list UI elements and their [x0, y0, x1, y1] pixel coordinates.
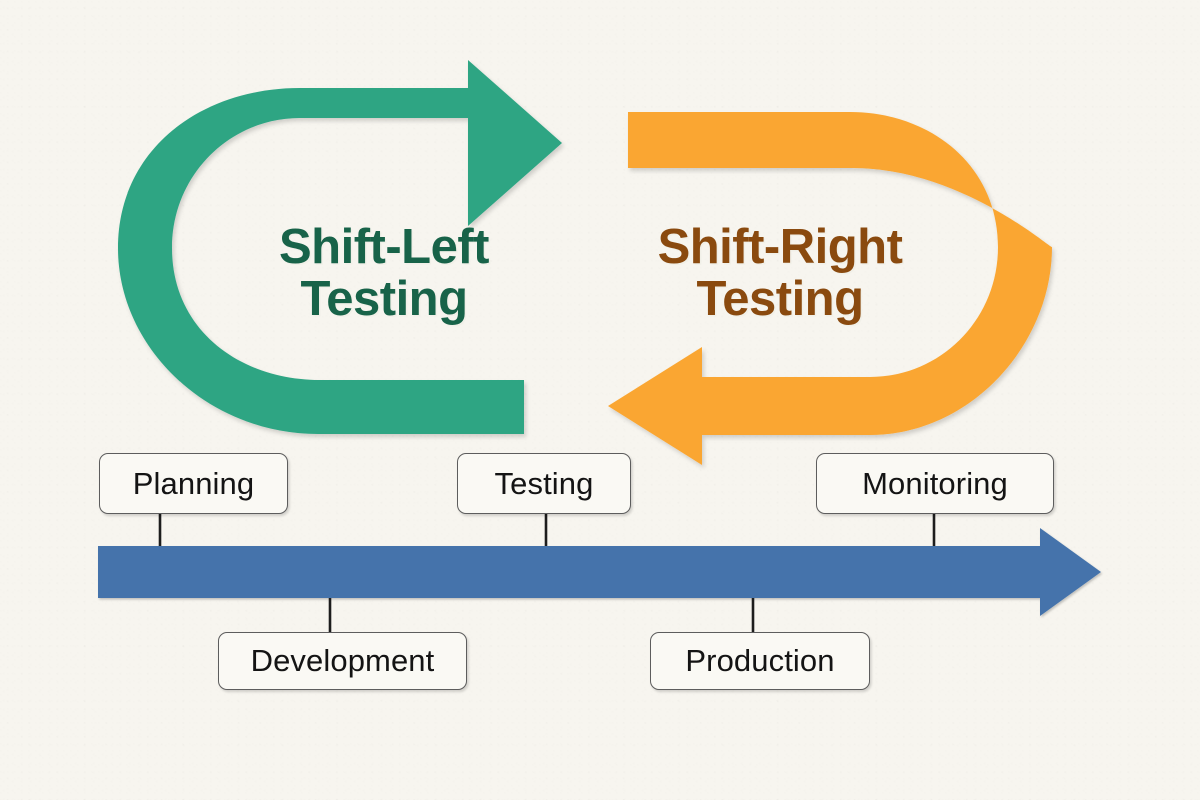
shift-left-label: Shift-Left Testing	[279, 220, 490, 326]
stage-label-production: Production	[685, 643, 835, 678]
stage-label-testing: Testing	[494, 465, 594, 501]
stage-box-monitoring[interactable]: Monitoring	[816, 453, 1054, 514]
stage-box-planning[interactable]: Planning	[99, 453, 288, 514]
stage-label-monitoring: Monitoring	[862, 465, 1008, 501]
shift-right-arrow	[608, 112, 1052, 465]
timeline-arrow	[98, 528, 1101, 616]
stage-box-production[interactable]: Production	[650, 632, 870, 690]
stage-connectors-below	[328, 598, 755, 634]
shift-right-label: Shift-Right Testing	[657, 220, 903, 326]
shift-left-arrow	[118, 60, 562, 434]
stage-label-development: Development	[250, 643, 435, 678]
stage-box-development[interactable]: Development	[218, 632, 467, 690]
stage-label-planning: Planning	[132, 465, 255, 501]
stage-box-testing[interactable]: Testing	[457, 453, 631, 514]
